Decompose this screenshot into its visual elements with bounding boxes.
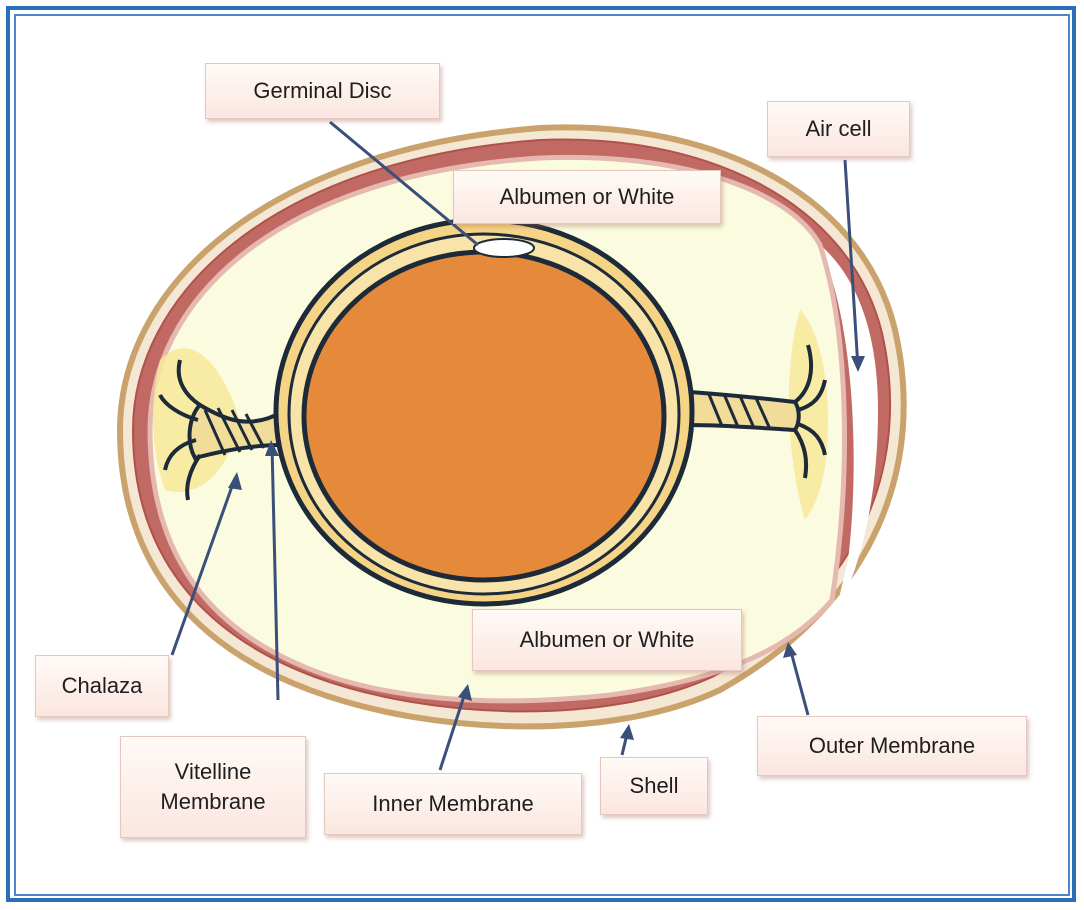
label-vitelline-line1: Vitelline xyxy=(175,757,252,787)
label-albumen-bottom: Albumen or White xyxy=(472,609,742,671)
germinal-disc xyxy=(474,239,534,257)
label-inner-membrane: Inner Membrane xyxy=(324,773,582,835)
pointer-outer-membrane xyxy=(790,648,808,715)
label-shell: Shell xyxy=(600,757,708,815)
yolk xyxy=(304,252,664,580)
label-germinal-disc: Germinal Disc xyxy=(205,63,440,119)
label-vitelline-membrane: Vitelline Membrane xyxy=(120,736,306,838)
label-chalaza: Chalaza xyxy=(35,655,169,717)
label-air-cell: Air cell xyxy=(767,101,910,157)
label-vitelline-line2: Membrane xyxy=(160,787,265,817)
label-outer-membrane: Outer Membrane xyxy=(757,716,1027,776)
label-albumen-top: Albumen or White xyxy=(453,170,721,224)
